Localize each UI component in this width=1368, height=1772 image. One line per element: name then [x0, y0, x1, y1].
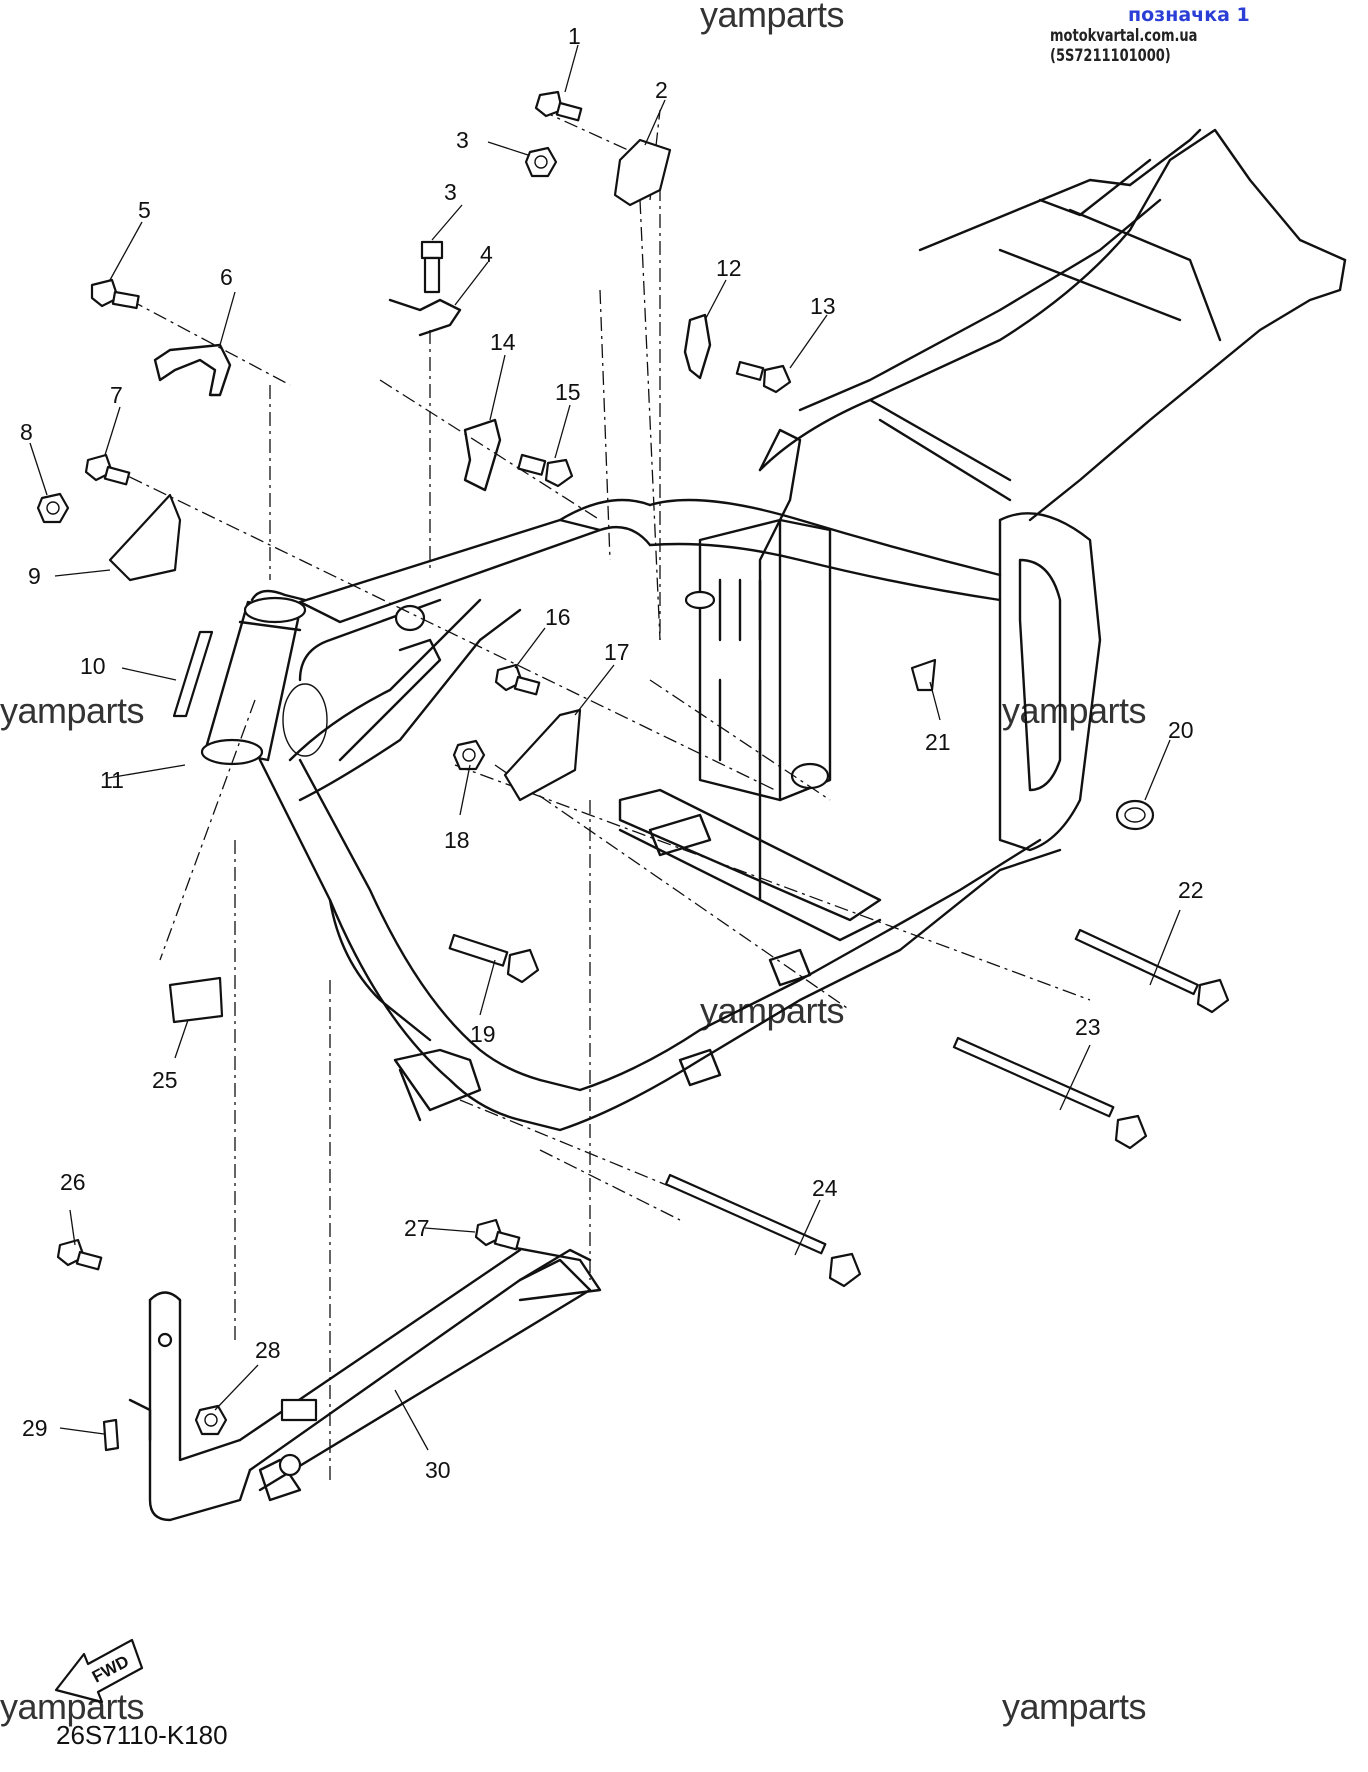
alignment-lines	[104, 109, 1091, 1480]
bolt-19	[420, 240, 444, 294]
callout-numbers: 1 2 3 3 4 5 6 7 8 9 10 11 12 13 14 15 16…	[20, 23, 1204, 1483]
callout-29: 12	[716, 255, 742, 281]
bolt-26	[90, 278, 140, 310]
callout-13: 16	[545, 604, 571, 630]
callout-15: 18	[444, 827, 470, 853]
callout-1: 11	[100, 767, 124, 793]
callout-25: 6	[220, 264, 233, 290]
callout-19: 3	[444, 179, 457, 205]
bracket-25	[153, 343, 232, 397]
callout-11: 3	[456, 127, 469, 153]
callout-3-left: 26	[60, 1169, 86, 1195]
callout-5: 7	[110, 382, 123, 408]
callout-9: 1	[568, 23, 581, 49]
bolt-30	[735, 360, 792, 394]
callout-23: 21	[925, 729, 951, 755]
nut-11	[524, 146, 558, 178]
header-label: позначка 1	[1128, 4, 1250, 26]
callout-leaders	[29, 44, 1181, 1451]
callout-14: 23	[1075, 1014, 1101, 1040]
diagram-code: 26S7110-K180	[56, 1720, 228, 1750]
fwd-arrow-icon: FWD	[54, 1638, 144, 1704]
bolt-10	[1074, 928, 1230, 1014]
plate-4	[108, 493, 182, 582]
callout-7: 8	[20, 419, 33, 445]
bolt-3-right	[474, 1218, 521, 1251]
nut-15	[452, 739, 486, 771]
callout-24: 20	[1168, 717, 1194, 743]
callout-10: 22	[1178, 877, 1204, 903]
callout-6: 19	[470, 1021, 496, 1047]
lower-down-tube	[128, 1243, 602, 1522]
callout-17: 28	[255, 1337, 281, 1363]
sticker-21	[102, 1418, 120, 1452]
callout-28: 15	[555, 379, 581, 405]
callout-3-right: 27	[404, 1215, 430, 1241]
callout-21: 29	[22, 1415, 48, 1441]
callout-18: 4	[480, 241, 493, 267]
watermark-bottom-right: yamparts	[1002, 1686, 1147, 1727]
bolt-9	[534, 90, 583, 122]
callout-16: 24	[812, 1175, 838, 1201]
callout-27: 14	[490, 329, 516, 355]
callout-26: 5	[138, 197, 151, 223]
watermark-top: yamparts	[700, 0, 845, 35]
header-source: motokvartal.com.ua (5S7211101000)	[1050, 26, 1198, 66]
nut-7	[36, 492, 70, 524]
bracket-27	[463, 418, 502, 492]
bolt-13	[494, 663, 541, 696]
sticker-20	[172, 630, 214, 718]
callout-8: 2	[655, 77, 668, 103]
bolt-5	[84, 453, 131, 486]
bolt-16	[664, 1173, 862, 1288]
main-frame	[200, 128, 1347, 1132]
callout-22: 25	[152, 1067, 178, 1093]
bolt-3-left	[56, 1238, 103, 1271]
bracket-12	[503, 708, 582, 802]
callout-30: 13	[810, 293, 836, 319]
bolt-6	[448, 933, 540, 984]
sticker-22	[168, 976, 224, 1024]
nut-17	[194, 1404, 228, 1436]
bolt-14	[952, 1036, 1148, 1150]
callout-4: 9	[28, 563, 41, 589]
bolt-28	[517, 453, 574, 488]
fasteners	[36, 90, 1230, 1452]
callout-2: 30	[425, 1457, 451, 1483]
callout-12: 17	[604, 639, 630, 665]
clip-29	[683, 313, 712, 380]
watermark-center: yamparts	[700, 990, 845, 1031]
callout-20: 10	[80, 653, 106, 679]
grommet-24	[1115, 799, 1155, 831]
clip-18	[388, 298, 462, 337]
bracket-8	[613, 138, 672, 207]
watermark-left: yamparts	[0, 690, 145, 731]
